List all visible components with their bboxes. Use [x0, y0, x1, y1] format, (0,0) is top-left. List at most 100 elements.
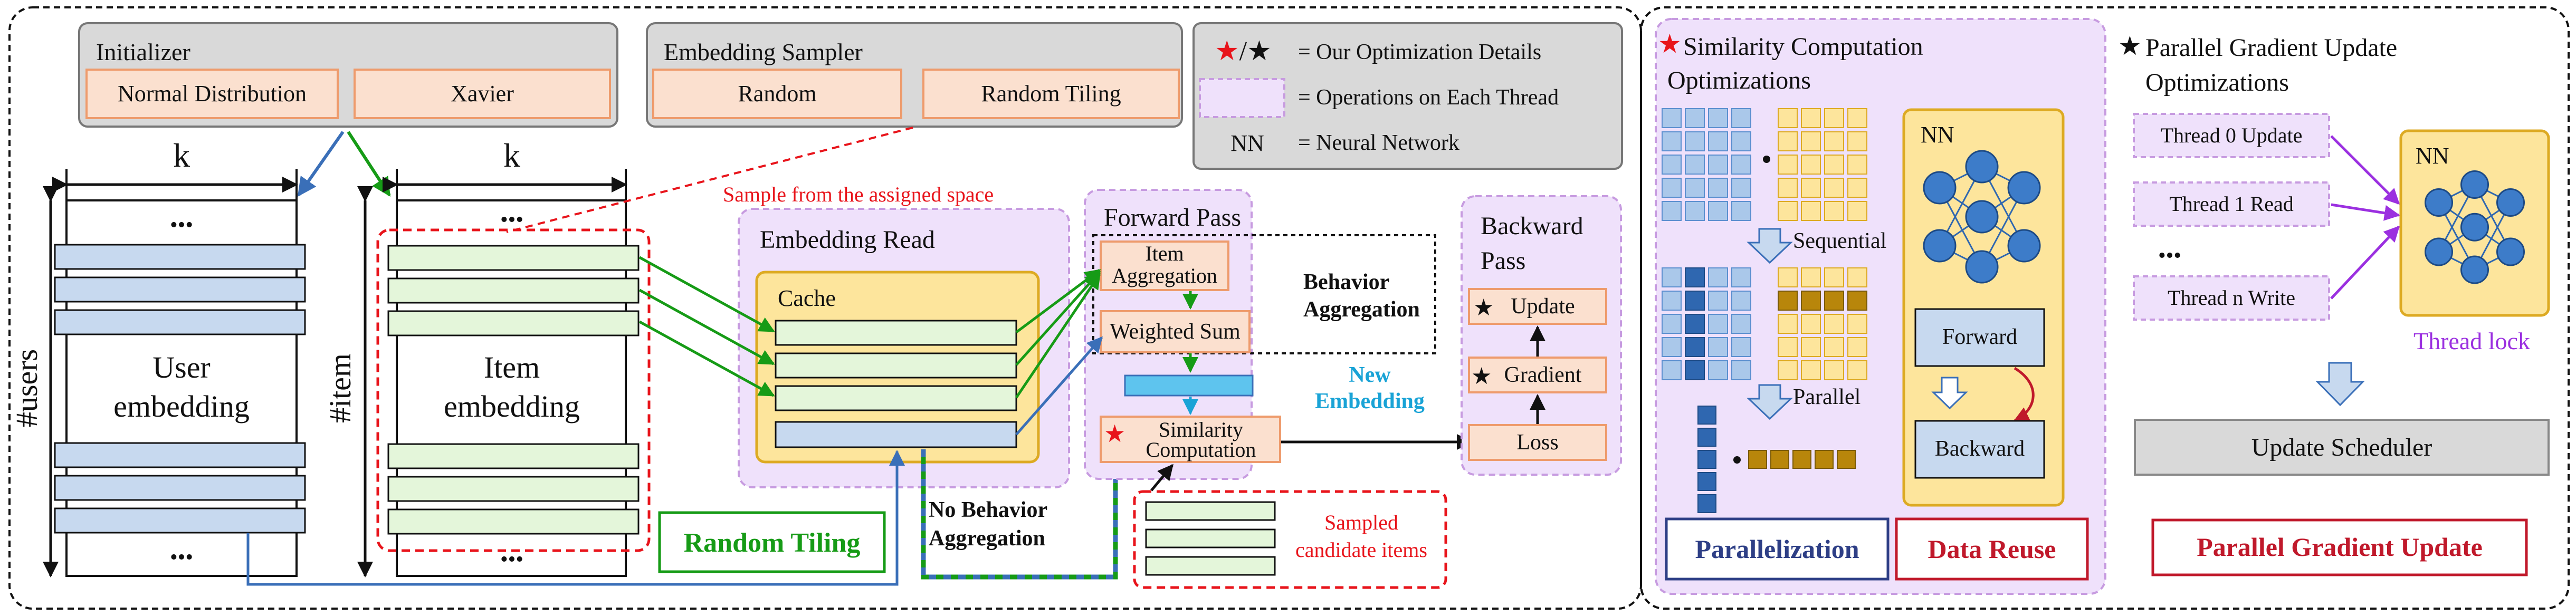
grid-cell	[1778, 155, 1798, 175]
parallelization-label: Parallelization	[1695, 534, 1859, 564]
gradient-optimizations-panel: ★ Parallel Gradient Update Optimizations…	[2118, 31, 2550, 576]
update-box	[1468, 288, 1607, 325]
grid-cell	[1801, 291, 1821, 311]
parallel-user-vector	[1697, 406, 1716, 513]
legend-box: ★/★ = Our Optimization Details = Operati…	[1192, 22, 1623, 170]
parallel-item-vector	[1748, 450, 1856, 469]
initializer-option-xavier: Xavier	[451, 81, 514, 107]
sequential-user-grid	[1662, 108, 1751, 221]
grid-cell	[1731, 314, 1751, 334]
thread0-box	[2133, 113, 2330, 158]
forward-label: Forward	[1942, 325, 2017, 349]
grid-cell	[1662, 337, 1682, 357]
similarity-panel-title-2: Optimizations	[1667, 66, 1811, 94]
grid-cell	[1847, 108, 1867, 128]
grid-cell	[1685, 108, 1705, 128]
nn-node	[2007, 229, 2041, 263]
nn-node	[2007, 171, 2041, 205]
grid-cell	[1824, 337, 1844, 357]
grid-cell	[1824, 201, 1844, 221]
init-to-item-arrow	[347, 131, 391, 197]
random-tiling-box	[658, 511, 886, 573]
sampling-dashed-line	[506, 127, 913, 233]
nn-node	[2460, 213, 2489, 242]
thread-dots: •••	[2158, 244, 2181, 268]
grid-cell	[1824, 155, 1844, 175]
sampled-candidates-box: Sampled candidate items	[1133, 490, 1447, 589]
grid-cell	[1685, 201, 1705, 221]
user-top-dots: •••	[170, 213, 193, 237]
item-embedding-table: k #item ••• Item embedding •••	[323, 137, 651, 578]
loss-label: Loss	[1516, 430, 1558, 455]
data-reuse-nn-label: NN	[1921, 122, 1954, 148]
grid-cell	[1708, 337, 1728, 357]
new-embedding-label-2: Embedding	[1315, 389, 1425, 413]
grid-cell	[1847, 178, 1867, 198]
grid-cell	[1685, 178, 1705, 198]
data-reuse-nn-icon	[1923, 150, 2041, 284]
item-embedding-label-1: Item	[484, 350, 540, 384]
embedding-sampler-title: Embedding Sampler	[664, 38, 863, 65]
initializer-option-normal: Normal Distribution	[118, 81, 307, 107]
item-aggregation-label-2: Aggregation	[1112, 264, 1217, 287]
backward-label: Backward	[1935, 437, 2025, 461]
grid-cell	[1685, 314, 1705, 334]
item-bottom-dots: •••	[500, 547, 523, 572]
sampler-option-random-tiling: Random Tiling	[981, 81, 1121, 107]
grid-cell	[1801, 201, 1821, 221]
grid-cell	[1685, 360, 1705, 380]
sample-note: Sample from the assigned space	[723, 182, 994, 206]
vector-cell	[1697, 450, 1716, 469]
user-to-cache-path	[246, 450, 905, 586]
grid-cell	[1824, 131, 1844, 151]
similarity-label-1: Similarity	[1159, 418, 1243, 441]
parallel-label: Parallel	[1793, 385, 1861, 409]
vector-cell	[1697, 428, 1716, 447]
data-reuse-box	[1895, 517, 2089, 581]
grid-cell	[1847, 267, 1867, 287]
backward-pass-title-1: Backward	[1481, 212, 1583, 240]
no-behavior-label-2: Aggregation	[929, 526, 1045, 551]
gradient-panel-title-1: Parallel Gradient Update	[2145, 34, 2397, 62]
update-star: ★	[1473, 295, 1494, 321]
grid-cell	[1824, 291, 1844, 311]
data-reuse-label: Data Reuse	[1928, 534, 2056, 564]
threadn-label: Thread n Write	[2168, 286, 2295, 310]
gradient-label: Gradient	[1504, 363, 1582, 387]
candidates-to-similarity-arrow	[1150, 464, 1173, 492]
similarity-optimizations-panel: ★ Similarity Computation Optimizations S…	[1655, 18, 2106, 595]
grid-cell	[1731, 291, 1751, 311]
grid-cell	[1801, 155, 1821, 175]
grid-cell	[1685, 291, 1705, 311]
grid-cell	[1685, 155, 1705, 175]
cache-label: Cache	[778, 285, 836, 311]
thread1-label: Thread 1 Read	[2169, 192, 2293, 216]
gradient-star: ★	[1471, 363, 1492, 389]
update-label: Update	[1511, 294, 1575, 319]
forward-to-backward-hollow-arrow	[1931, 377, 1968, 410]
grid-cell	[1685, 267, 1705, 287]
nn-node	[1923, 171, 1957, 205]
grid-cell	[1662, 178, 1682, 198]
gradient-panel-star: ★	[2118, 31, 2142, 61]
grid-cell	[1847, 201, 1867, 221]
vector-cell	[1815, 450, 1834, 469]
grid-cell	[1708, 291, 1728, 311]
similarity-star: ★	[1104, 420, 1125, 447]
cache-to-similarity-arrow	[1015, 336, 1103, 436]
backward-box	[1914, 420, 2045, 479]
grid-cell	[1847, 314, 1867, 334]
initializer-title: Initializer	[96, 38, 190, 65]
similarity-label-2: Computation	[1146, 438, 1256, 461]
grid-cell	[1847, 155, 1867, 175]
grid-cell	[1801, 267, 1821, 287]
grid-cell	[1847, 337, 1867, 357]
forward-pass-title: Forward Pass	[1104, 204, 1241, 232]
similarity-computation-box	[1100, 416, 1281, 463]
vector-cell	[1770, 450, 1789, 469]
backward-pass-panel: Backward Pass ★ Update ★ Gradient Loss	[1461, 195, 1622, 476]
initializer-box: Initializer Normal Distribution Xavier	[78, 22, 618, 128]
update-scheduler-label: Update Scheduler	[2251, 434, 2432, 461]
nn-node	[2496, 237, 2525, 266]
